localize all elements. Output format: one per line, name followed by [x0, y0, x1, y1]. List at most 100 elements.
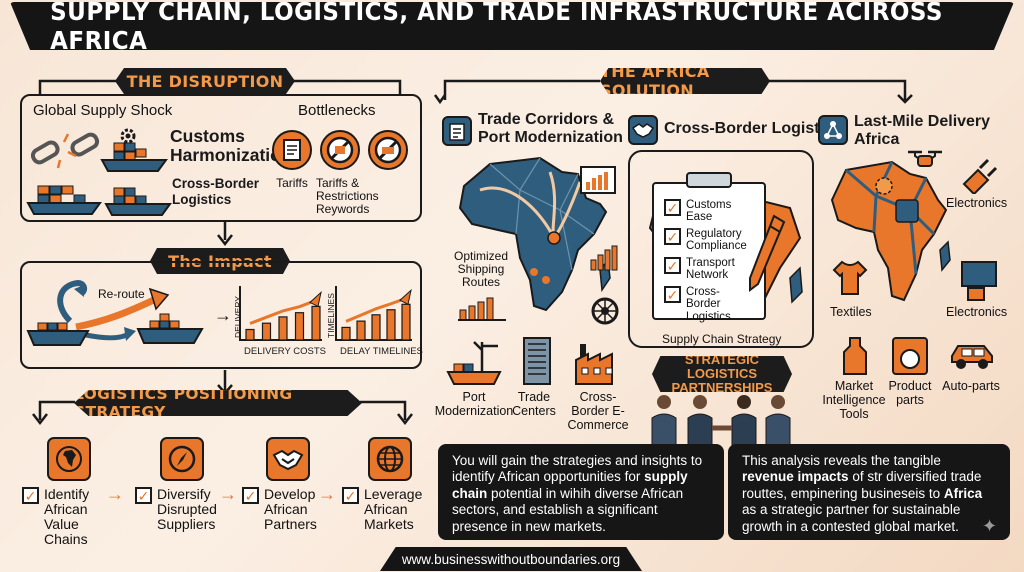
supply-chain-strategy-label: Supply Chain Strategy [662, 332, 782, 346]
cargo-ship-icon [104, 187, 172, 216]
reroute-label: Re-route [98, 287, 145, 301]
sparkle-icon: ✦ [982, 516, 998, 536]
checklist-item-label: Customs Ease [686, 199, 732, 224]
insight-panel-left: You will gain the strategies and insight… [438, 444, 724, 540]
strategy-pill-label: LOGISTICS POSITIONING STRATEGY [74, 385, 293, 421]
footer-url[interactable]: www.businesswithoutboundaries.org [401, 551, 621, 567]
panel-text: of str diversified trade routtes, empine… [742, 469, 982, 501]
strategy-step: ✓ Identify African Value Chains [22, 486, 124, 548]
textiles-label: Textiles [830, 305, 872, 319]
tariffs-label: Tariffs [276, 176, 308, 190]
customs-harmonization-label: Customs Harmonization [170, 126, 292, 166]
cross-border-logistics-label: Cross-Border Logistics [172, 176, 260, 207]
step-arrow-icon: → [318, 484, 336, 504]
check-icon: ✓ [664, 286, 681, 304]
delivery-axis-label: DELIVERY [233, 296, 243, 338]
factory-icon [575, 344, 613, 385]
trade-centers-label: Trade Centers [512, 390, 556, 418]
strategy-pill: LOGISTICS POSITIONING STRATEGY [74, 390, 362, 416]
disruption-box [20, 94, 422, 222]
trend-arrowhead [309, 290, 322, 308]
africa-map-illustration [830, 160, 951, 302]
market-intelligence-label: Market Intelligence Tools [822, 379, 886, 421]
check-icon: ✓ [22, 487, 39, 504]
disruption-pill: THE DISRUPTION [115, 68, 295, 94]
checklist: ✓ Customs Ease ✓ Regulatory Compliance ✓… [664, 199, 754, 323]
clipboard-icon [442, 116, 472, 146]
right-arrow-icon: → [214, 305, 232, 325]
logistics-title: Cross-Border Logist [664, 120, 820, 137]
timelines-axis-label: TIMELINES [326, 293, 336, 338]
cargo-ship-icon [100, 142, 168, 172]
globe-icon [368, 437, 412, 481]
delay-timelines-chart [335, 286, 412, 341]
pencil-icon [749, 214, 786, 292]
car-icon [951, 345, 993, 369]
partnerships-banner: STRATEGIC LOGISTICS PARTNERSHIPS [652, 356, 792, 392]
checklist-item: ✓ Regulatory Compliance [664, 228, 754, 252]
partnerships-label: STRATEGIC LOGISTICS PARTNERSHIPS [671, 351, 773, 396]
panel-highlight: revenue impacts [742, 469, 849, 485]
business-people-icon [651, 395, 791, 448]
network-icon [818, 115, 848, 145]
bottlenecks-label: Bottlenecks [298, 102, 376, 119]
product-parts-label: Product parts [888, 379, 932, 407]
panel-text: This analysis reveals the tangible [742, 453, 941, 468]
optimized-routes-label: Optimized Shipping Routes [453, 249, 509, 290]
strategy-step-label: Diversify Disrupted Suppliers [157, 486, 217, 533]
global-shock-label: Global Supply Shock [33, 102, 173, 119]
check-icon: ✓ [242, 487, 259, 504]
lastmile-title: Last-Mile Delivery Africa [854, 113, 991, 149]
chart-bar [278, 316, 288, 341]
port-crane-icon [446, 341, 502, 385]
africa-map-illustration [458, 156, 611, 312]
bar-chart-icon [590, 245, 618, 271]
africa-map-icon [47, 437, 91, 481]
handshake-icon [628, 115, 658, 145]
checklist-item-label: Transport Network [686, 257, 735, 282]
chart-bar [245, 328, 255, 341]
handshake-icon [266, 437, 310, 481]
trend-line [249, 298, 317, 325]
insight-panel-right: This analysis reveals the tangible reven… [728, 444, 1010, 540]
restricted-icon [368, 130, 408, 170]
strategy-step-label: Identify African Value Chains [44, 486, 90, 548]
check-icon: ✓ [342, 487, 359, 504]
chart-bar [294, 312, 305, 341]
monitor-icon [961, 261, 997, 301]
delay-timelines-caption: DELAY TIMELINES [340, 346, 423, 357]
check-icon: ✓ [664, 257, 681, 275]
checklist-item-label: Regulatory Compliance [686, 228, 747, 253]
cargo-ship-icon [26, 185, 102, 215]
checklist-item: ✓ Transport Network [664, 257, 754, 281]
tariffs-restrictions-label: Tariffs & Restrictions Reywords [316, 176, 379, 217]
gear-icon [120, 128, 136, 144]
trend-chart-icon [458, 297, 506, 321]
document-icon [272, 130, 312, 170]
strategy-step: ✓ Leverage African Markets [342, 486, 440, 533]
washing-machine-icon [892, 337, 928, 375]
wheel-icon [591, 297, 619, 325]
delivery-costs-caption: DELIVERY COSTS [244, 346, 327, 357]
step-arrow-icon: → [106, 484, 124, 504]
checklist-item: ✓ Customs Ease [664, 199, 754, 223]
checklist-item-label: Cross-Border Logistics [686, 286, 731, 323]
chart-bar [261, 322, 272, 341]
no-entry-icon [320, 130, 360, 170]
title-banner: SUPPLY CHAIN, LOGISTICS, AND TRADE INFRA… [10, 2, 1014, 50]
corridors-title: Trade Corridors & Port Modernization [478, 111, 623, 147]
reroute-illustration [26, 279, 204, 346]
electronics-label: Electronics [946, 305, 1008, 319]
panel-highlight: Africa [943, 485, 983, 501]
impact-box [20, 261, 422, 369]
trend-arrowhead [399, 288, 412, 306]
chart-bar [386, 309, 396, 341]
chart-bar [311, 305, 321, 341]
check-icon: ✓ [664, 228, 681, 246]
strategy-step-label: Leverage African Markets [364, 486, 423, 533]
disruption-pill-label: THE DISRUPTION [126, 71, 284, 91]
strategy-step-label: Develop African Partners [264, 486, 317, 533]
solution-pill: THE AFRICA SOLUTION [600, 68, 770, 94]
shirt-icon [832, 260, 868, 295]
cross-border-ecommerce-label: Cross-Border E-Commerce [567, 390, 629, 432]
